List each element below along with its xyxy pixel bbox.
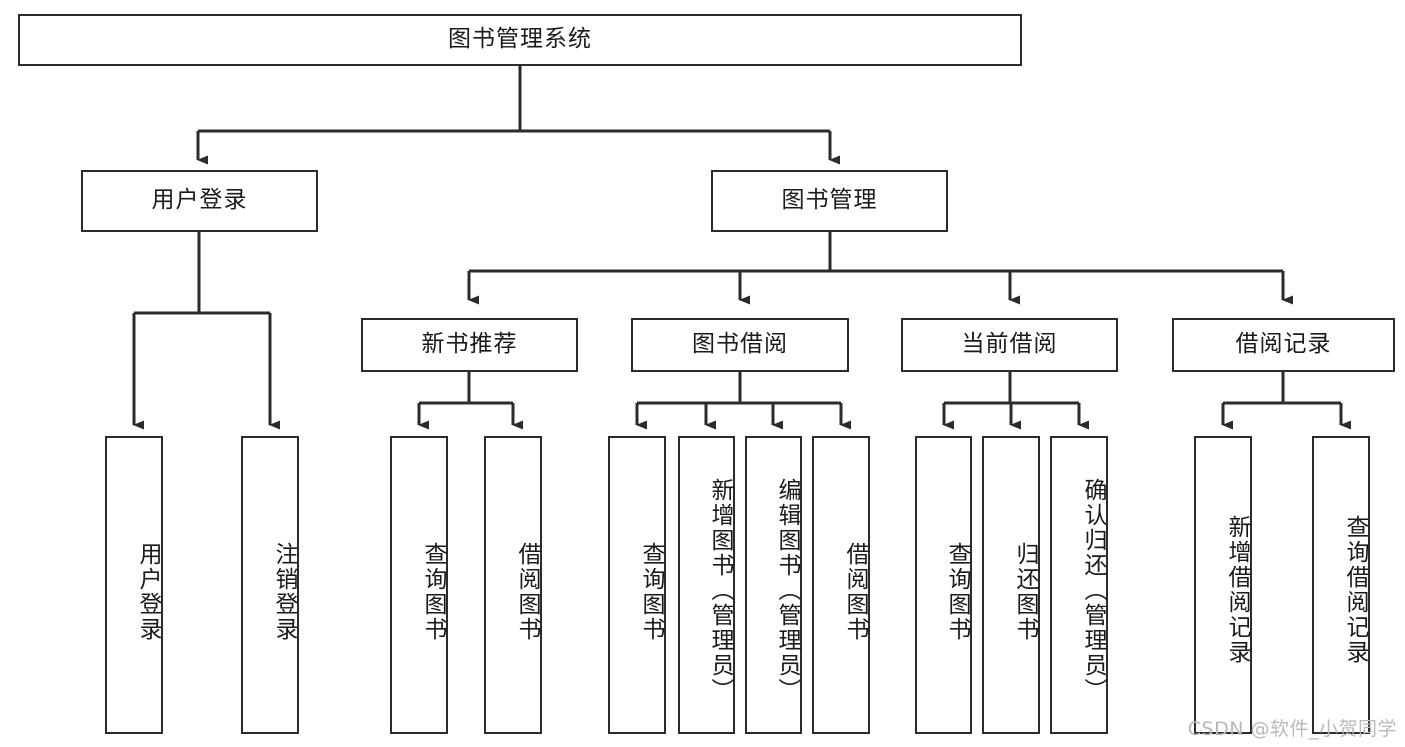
node-label: 用户登录 bbox=[151, 187, 248, 214]
node-borrow-record[interactable]: 借阅记录 bbox=[1172, 318, 1395, 372]
node-label: 查询图书 bbox=[638, 542, 664, 642]
node-label: 编辑图书（管理员） bbox=[774, 477, 800, 703]
node-leaf-user-login[interactable]: 用户登录 bbox=[105, 436, 163, 734]
node-book-borrow[interactable]: 图书借阅 bbox=[631, 318, 849, 372]
node-leaf-logout[interactable]: 注销登录 bbox=[241, 436, 299, 734]
node-label: 新书推荐 bbox=[421, 331, 518, 358]
node-label: 归还图书 bbox=[1012, 542, 1038, 642]
node-leaf-borrow-book[interactable]: 借阅图书 bbox=[812, 436, 870, 734]
node-leaf-add-borrow-record[interactable]: 新增借阅记录 bbox=[1194, 436, 1252, 734]
node-label: 查询借阅记录 bbox=[1342, 515, 1368, 665]
node-label: 借阅图书 bbox=[514, 542, 540, 642]
node-leaf-add-book-admin[interactable]: 新增图书（管理员） bbox=[678, 436, 735, 734]
node-leaf-confirm-return-admin[interactable]: 确认归还（管理员） bbox=[1050, 436, 1108, 734]
node-leaf-query-book-current[interactable]: 查询图书 bbox=[915, 436, 972, 734]
node-user-login[interactable]: 用户登录 bbox=[81, 170, 318, 232]
node-label: 借阅记录 bbox=[1235, 331, 1332, 358]
node-book-management[interactable]: 图书管理 bbox=[711, 170, 948, 232]
node-label: 图书管理 bbox=[781, 187, 878, 214]
node-label: 确认归还（管理员） bbox=[1080, 477, 1106, 703]
node-label: 图书借阅 bbox=[692, 331, 788, 358]
node-label: 查询图书 bbox=[420, 542, 446, 642]
node-leaf-return-book[interactable]: 归还图书 bbox=[982, 436, 1040, 734]
node-label: 用户登录 bbox=[135, 542, 161, 642]
node-leaf-edit-book-admin[interactable]: 编辑图书（管理员） bbox=[745, 436, 802, 734]
node-current-borrow[interactable]: 当前借阅 bbox=[901, 318, 1118, 372]
node-new-book-recommend[interactable]: 新书推荐 bbox=[361, 318, 578, 372]
node-root-system[interactable]: 图书管理系统 bbox=[18, 14, 1022, 66]
node-label: 新增借阅记录 bbox=[1224, 515, 1250, 665]
node-label: 图书管理系统 bbox=[448, 26, 592, 53]
watermark-text: CSDN @软件_小贺同学 bbox=[1187, 718, 1397, 740]
node-label: 注销登录 bbox=[271, 542, 297, 642]
node-leaf-query-borrow-record[interactable]: 查询借阅记录 bbox=[1312, 436, 1370, 734]
node-label: 新增图书（管理员） bbox=[707, 477, 733, 703]
node-label: 当前借阅 bbox=[961, 331, 1058, 358]
node-label: 查询图书 bbox=[944, 542, 970, 642]
node-leaf-query-book-borrow[interactable]: 查询图书 bbox=[608, 436, 666, 734]
node-label: 借阅图书 bbox=[842, 542, 868, 642]
node-leaf-query-book-recommend[interactable]: 查询图书 bbox=[390, 436, 448, 734]
node-leaf-borrow-book-recommend[interactable]: 借阅图书 bbox=[484, 436, 542, 734]
